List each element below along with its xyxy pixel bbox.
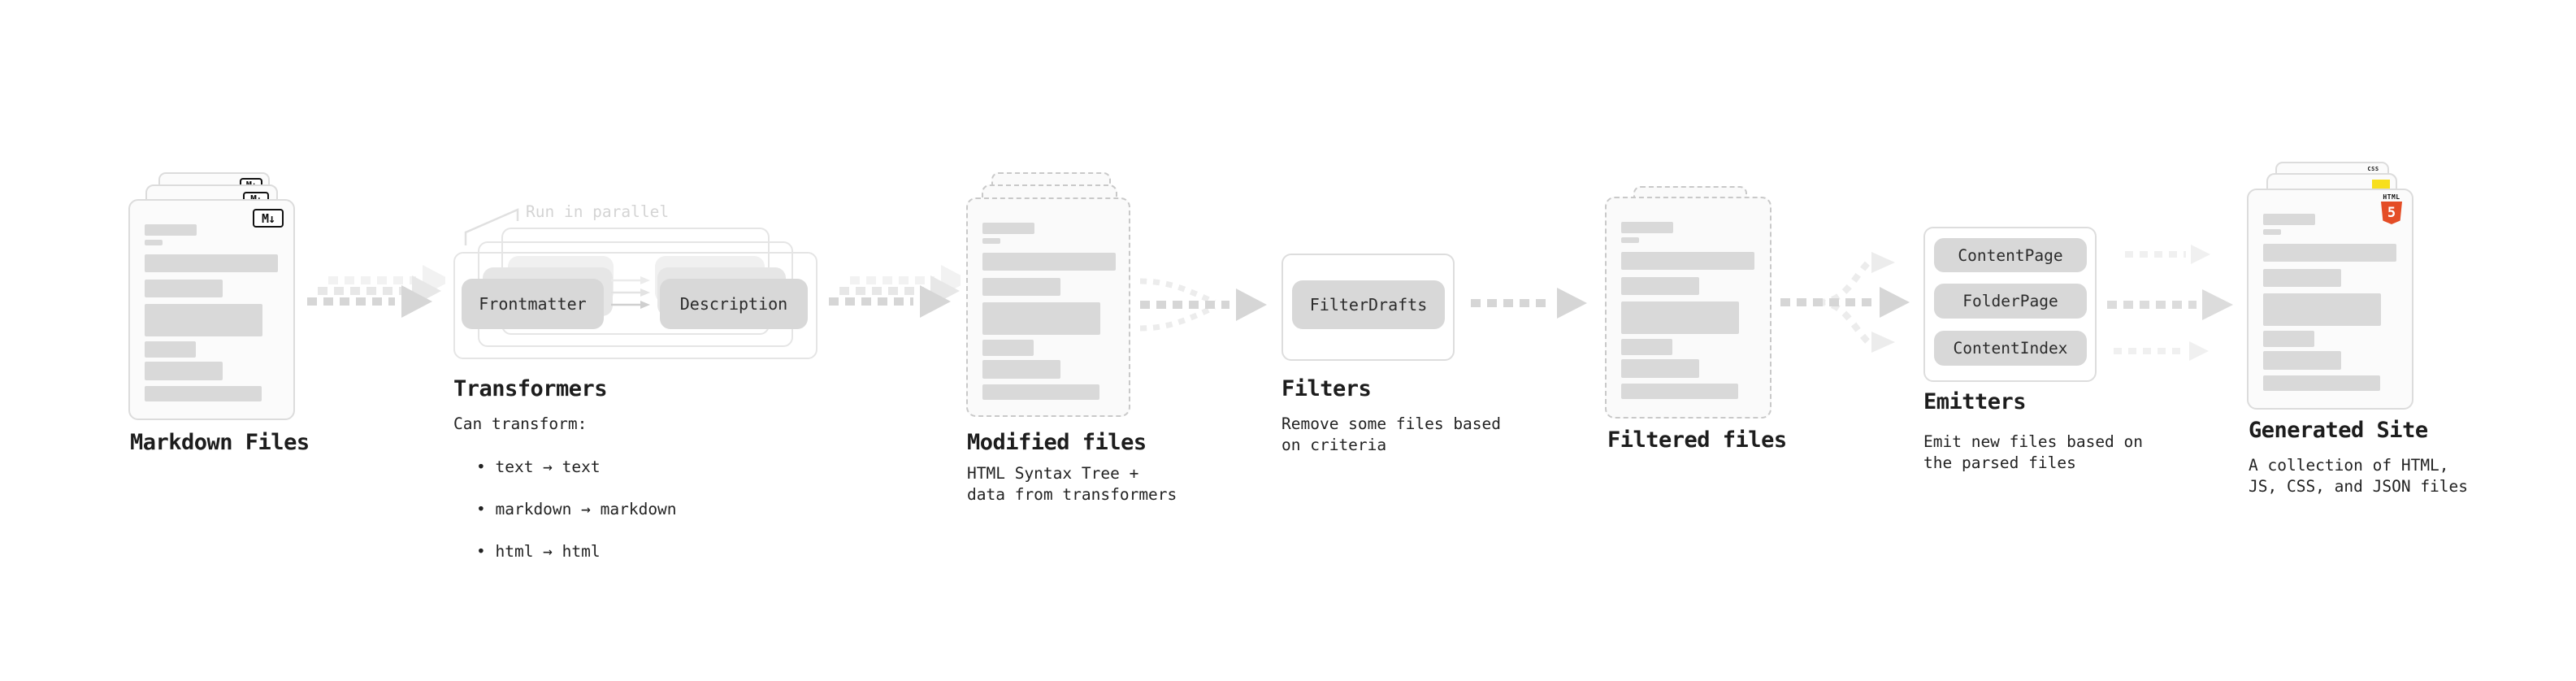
text-line — [1621, 339, 1672, 355]
contentindex-pill: ContentIndex — [1934, 331, 2087, 366]
callout-line — [464, 208, 519, 245]
arrow-filters-to-filtered — [1471, 288, 1587, 319]
arrow-emitters-to-site-triple — [2107, 245, 2233, 361]
text-line — [2263, 229, 2281, 235]
text-line — [982, 302, 1100, 335]
text-line — [2263, 293, 2381, 326]
text-line — [2263, 331, 2314, 347]
text-line — [145, 304, 262, 336]
text-line — [145, 254, 278, 272]
text-line — [982, 384, 1099, 400]
text-line — [1621, 277, 1699, 295]
bullet-html-to-html: • html → html — [476, 542, 601, 561]
folderpage-pill: FolderPage — [1934, 284, 2087, 319]
text-line — [1621, 301, 1739, 334]
description-pill: Description — [660, 279, 808, 329]
filtered-file-card-front — [1605, 197, 1772, 419]
markdown-files-label: Markdown Files — [130, 430, 310, 455]
transformer-run-box-front — [453, 252, 817, 359]
arrow-transformers-to-modified — [829, 265, 961, 318]
text-line — [2263, 244, 2396, 262]
text-line — [1621, 384, 1738, 399]
modified-file-card-front — [966, 197, 1130, 417]
filterdrafts-pill: FilterDrafts — [1292, 280, 1445, 329]
arrow-filtered-to-emitters-diverge — [1780, 252, 1910, 353]
transformers-subtitle: Can transform: — [453, 414, 588, 433]
text-line — [145, 224, 197, 236]
filters-heading: Filters — [1281, 376, 1372, 401]
arrow-markdown-to-transformers — [307, 265, 445, 318]
transformers-heading: Transformers — [453, 376, 608, 401]
text-line — [145, 280, 223, 297]
document-text-placeholder — [145, 224, 278, 401]
text-line — [982, 278, 1060, 296]
document-text-placeholder — [1621, 222, 1754, 399]
document-text-placeholder — [982, 223, 1116, 400]
transformers-bullets: • text → text • markdown → markdown • ht… — [453, 436, 677, 583]
filters-subtitle: Remove some files based on criteria — [1281, 414, 1502, 454]
filtered-files-label: Filtered files — [1607, 427, 1787, 453]
text-line — [1621, 359, 1699, 378]
generated-site-label: Generated Site — [2249, 418, 2428, 443]
description-pill-label: Description — [679, 294, 788, 314]
markdown-icon-text: M↓ — [261, 210, 275, 226]
emitters-heading: Emitters — [1923, 389, 2027, 414]
text-line — [145, 362, 223, 380]
text-line — [145, 240, 163, 245]
html5-icon-shield: 5 — [2381, 202, 2402, 224]
frontmatter-pill: Frontmatter — [462, 279, 604, 329]
text-line — [145, 386, 262, 401]
text-line — [2263, 269, 2341, 287]
document-text-placeholder — [2263, 214, 2396, 391]
filterdrafts-pill-label: FilterDrafts — [1309, 295, 1428, 314]
folderpage-pill-label: FolderPage — [1962, 292, 2058, 310]
text-line — [982, 340, 1034, 356]
contentpage-pill: ContentPage — [1934, 238, 2087, 272]
frontmatter-pill-label: Frontmatter — [479, 294, 587, 314]
emitters-subtitle: Emit new files based on the parsed files — [1923, 432, 2144, 472]
text-line — [982, 360, 1060, 379]
text-line — [2263, 375, 2380, 391]
text-line — [982, 238, 1000, 244]
html5-icon: HTML 5 — [2381, 194, 2402, 224]
generated-site-subtitle: A collection of HTML, JS, CSS, and JSON … — [2249, 456, 2469, 496]
modified-files-subtitle: HTML Syntax Tree + data from transformer… — [967, 464, 1177, 504]
text-line — [1621, 237, 1639, 243]
css3-icon-text: CSS — [2367, 166, 2379, 172]
html5-icon-number: 5 — [2387, 205, 2396, 221]
html5-icon-word: HTML — [2383, 193, 2400, 201]
text-line — [2263, 214, 2315, 225]
run-in-parallel-note: Run in parallel — [526, 202, 670, 221]
contentindex-pill-label: ContentIndex — [1953, 339, 2068, 358]
text-line — [982, 253, 1116, 271]
text-line — [145, 341, 196, 358]
markdown-file-card-front: M↓ — [128, 199, 295, 420]
contentpage-pill-label: ContentPage — [1958, 245, 2063, 265]
bullet-text-to-text: • text → text — [476, 458, 601, 476]
arrow-modified-to-filters-converge — [1139, 278, 1267, 332]
text-line — [1621, 222, 1673, 233]
text-line — [982, 223, 1034, 234]
text-line — [1621, 252, 1754, 270]
site-file-card-front: HTML 5 — [2247, 189, 2413, 410]
modified-files-label: Modified files — [967, 430, 1147, 455]
markdown-icon: M↓ — [253, 209, 284, 228]
transformer-flow-arrows — [611, 276, 650, 309]
text-line — [2263, 351, 2341, 370]
bullet-markdown-to-markdown: • markdown → markdown — [476, 500, 677, 518]
